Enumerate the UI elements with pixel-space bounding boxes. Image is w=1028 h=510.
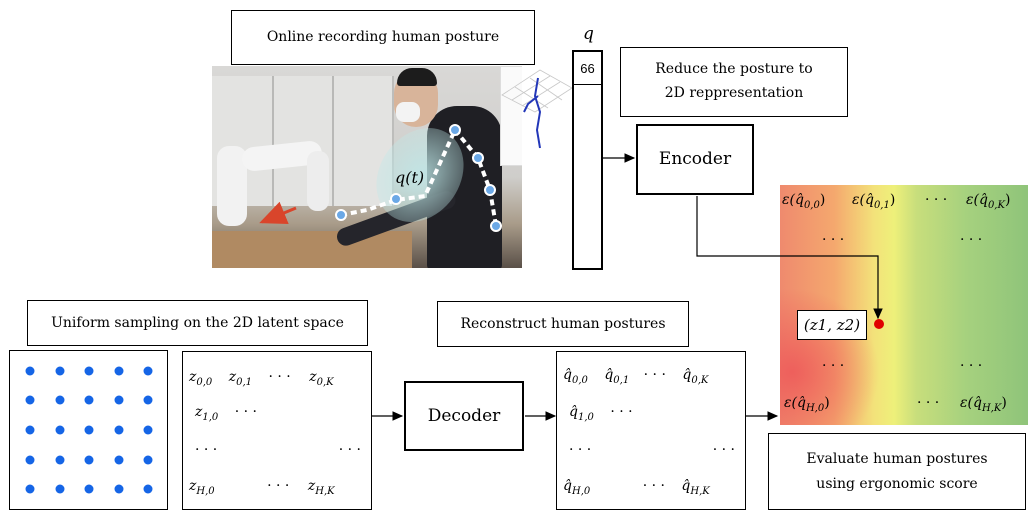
reconstruct-label: Reconstruct human postures <box>437 301 689 347</box>
reduce-posture-line2: 2D reppresentation <box>664 85 804 101</box>
qhat-matrix: q̂0,0 q̂0,1 · · · q̂0,K q̂1,0 · · · · · … <box>556 351 746 510</box>
joint-1 <box>335 209 347 221</box>
grid-dot <box>55 366 65 376</box>
skeleton-arm <box>340 129 457 217</box>
human-mask <box>396 102 420 122</box>
grid-dot <box>84 484 94 494</box>
posture-vector: 66 <box>572 50 603 270</box>
heatmap-red-region <box>780 185 1028 425</box>
grid-dot <box>25 395 35 405</box>
qhat-row-1: q̂1,0 · · · <box>569 404 633 423</box>
z-row-1: z1,0 · · · <box>195 404 258 423</box>
vector-first-cell: 66 <box>574 52 601 85</box>
qhat-row-2: · · · · · · <box>569 442 735 458</box>
z-row-0: z0,0 z0,1 · · · z0,K <box>189 369 334 388</box>
evaluate-line2: using ergonomic score <box>816 475 978 492</box>
grid-dot <box>143 455 153 465</box>
heatmap-dots-row3-right: · · · <box>960 358 983 374</box>
z-row-3: zH,0 · · · zH,K <box>189 478 335 497</box>
grid-dot <box>114 366 124 376</box>
sampling-grid-box <box>9 350 168 510</box>
z-row-2: · · · · · · <box>195 442 361 458</box>
grid-dot <box>143 366 153 376</box>
heatmap-label-e00: ε(q̂0,0) <box>782 192 826 211</box>
grid-dot <box>84 455 94 465</box>
latent-point-marker <box>874 319 884 329</box>
heatmap-label-e0k: ε(q̂0,K) <box>966 192 1011 211</box>
grid-dot <box>25 366 35 376</box>
heatmap-dots-top: · · · <box>925 192 948 208</box>
heatmap-dots-bottom: · · · <box>917 395 940 411</box>
grid-dot <box>25 425 35 435</box>
grid-dot <box>114 425 124 435</box>
qhat-row-3: q̂H,0 · · · q̂H,K <box>563 478 710 497</box>
skeleton-joints <box>335 124 502 232</box>
z-matrix: z0,0 z0,1 · · · z0,K z1,0 · · · · · · · … <box>182 351 372 510</box>
skeleton-spine <box>453 128 498 227</box>
robot-human-photo <box>212 66 522 268</box>
grid-dot <box>55 455 65 465</box>
grid-dot <box>84 395 94 405</box>
robot-arm-3 <box>307 151 329 211</box>
inset-skeleton-arm <box>523 95 539 113</box>
evaluate-line1: Evaluate human postures <box>806 451 988 467</box>
grid-dot <box>114 395 124 405</box>
reduce-posture-label: Reduce the posture to 2D reppresentation <box>620 47 848 117</box>
joint-2 <box>390 193 402 205</box>
photo-table <box>212 231 412 268</box>
vector-symbol: q <box>583 24 594 44</box>
joint-4 <box>472 152 484 164</box>
heatmap-label-e01: ε(q̂0,1) <box>852 192 896 211</box>
heatmap-dots-row1-right: · · · <box>960 232 983 248</box>
grid-dot <box>55 484 65 494</box>
posture-label: q(t) <box>395 168 425 187</box>
joint-6 <box>490 220 502 232</box>
evaluate-label: Evaluate human postures using ergonomic … <box>768 433 1026 510</box>
photo-cabinet-3 <box>332 76 334 206</box>
inset-3d-plot <box>500 66 522 166</box>
sampling-grid <box>25 366 153 494</box>
latent-point-label: (z1, z2) <box>797 310 867 340</box>
grid-dot <box>143 395 153 405</box>
grid-dot <box>114 484 124 494</box>
grid-dot <box>25 455 35 465</box>
grid-dot <box>84 366 94 376</box>
qhat-row-0: q̂0,0 q̂0,1 · · · q̂0,K <box>563 367 709 386</box>
online-recording-label: Online recording human posture <box>231 10 535 65</box>
robot-direction-arrow <box>259 201 297 224</box>
grid-dot <box>84 425 94 435</box>
heatmap-dots-row3-left: · · · <box>822 358 845 374</box>
grid-dot <box>55 395 65 405</box>
encoder-to-point-arrow <box>696 196 883 320</box>
reduce-posture-line1: Reduce the posture to <box>655 61 813 78</box>
joint-3 <box>449 124 461 136</box>
grid-dot <box>25 484 35 494</box>
encoder-block: Encoder <box>636 124 754 195</box>
inset-skeleton <box>533 77 542 149</box>
grid-dot <box>143 484 153 494</box>
joint-5 <box>484 184 496 196</box>
human-cap <box>397 68 437 86</box>
grid-dot <box>114 455 124 465</box>
heatmap-label-eh0: ε(q̂H,0) <box>784 395 830 414</box>
photo-cabinet-2 <box>272 76 274 206</box>
uniform-sampling-label: Uniform sampling on the 2D latent space <box>27 300 368 346</box>
heatmap-label-ehk: ε(q̂H,K) <box>960 395 1007 414</box>
grid-dot <box>55 425 65 435</box>
heatmap-dots-row1-left: · · · <box>822 232 845 248</box>
grid-dot <box>143 425 153 435</box>
decoder-block: Decoder <box>404 381 524 451</box>
